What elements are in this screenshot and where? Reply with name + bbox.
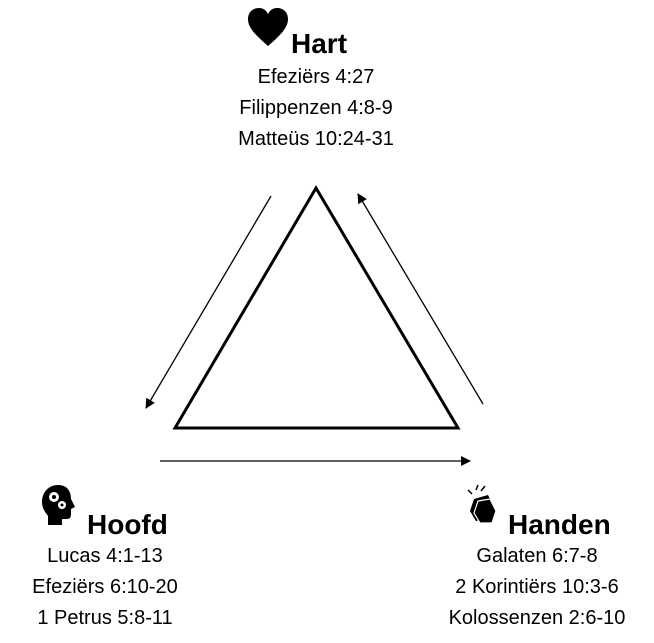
ref-item: Galaten 6:7-8 bbox=[476, 545, 598, 567]
ref-item: 2 Korintiërs 10:3-6 bbox=[455, 576, 619, 598]
node-refs-handen: Galaten 6:7-8 2 Korintiërs 10:3-6 Koloss… bbox=[417, 541, 654, 634]
ref-item: Filippenzen 4:8-9 bbox=[239, 97, 393, 119]
heart-icon bbox=[248, 8, 288, 46]
ref-item: Lucas 4:1-13 bbox=[47, 545, 163, 567]
central-triangle bbox=[172, 185, 461, 430]
head-gears-icon bbox=[42, 485, 75, 525]
arrow-hart-to-hoofd bbox=[145, 195, 272, 409]
node-title-hoofd: Hoofd bbox=[87, 509, 168, 540]
node-title-hart: Hart bbox=[291, 28, 348, 59]
clapping-hands-icon bbox=[467, 484, 497, 524]
ref-item: Efeziërs 4:27 bbox=[257, 66, 375, 88]
node-title-handen: Handen bbox=[508, 509, 611, 540]
arrow-handen-to-hart bbox=[357, 193, 484, 405]
ref-item: Kolossenzen 2:6-10 bbox=[448, 607, 626, 629]
node-refs-hoofd: Lucas 4:1-13 Efeziërs 6:10-20 1 Petrus 5… bbox=[0, 541, 225, 634]
ref-item: 1 Petrus 5:8-11 bbox=[37, 607, 173, 629]
ref-item: Efeziërs 6:10-20 bbox=[32, 576, 178, 598]
ref-item: Matteüs 10:24-31 bbox=[238, 128, 394, 150]
node-refs-hart: Efeziërs 4:27 Filippenzen 4:8-9 Matteüs … bbox=[196, 62, 436, 155]
